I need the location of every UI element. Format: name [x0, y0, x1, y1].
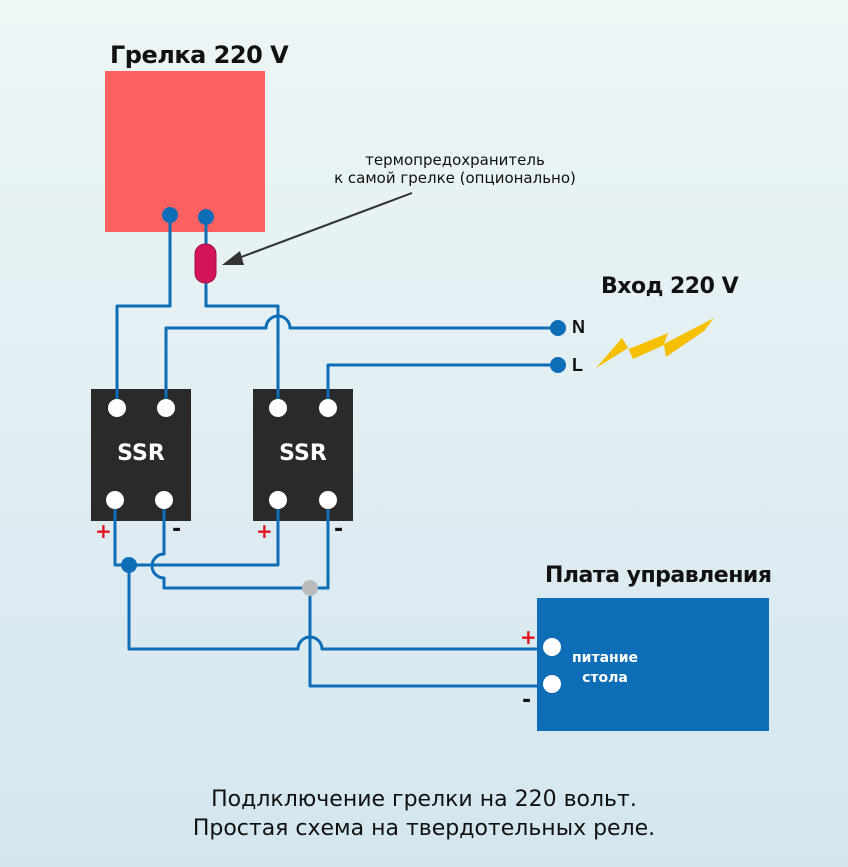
board-terminal-plus — [543, 638, 561, 656]
fuse-pointer-arrowhead — [222, 251, 244, 265]
ssr2-terminal-top-right — [319, 399, 337, 417]
line-terminal — [550, 357, 566, 373]
wire-heater-left-to-ssr1 — [115, 215, 172, 407]
caption-line2: Простая схема на твердотельных реле. — [192, 816, 656, 841]
input-title: Вход 220 V — [601, 274, 739, 299]
wire-ssr-minus-join — [150, 500, 330, 590]
board-terminal-minus — [543, 675, 561, 693]
ssr2-terminal-bottom-left — [269, 491, 287, 509]
wire-plus-to-board — [127, 565, 552, 651]
fuse-note: термопредохранитель к самой грелке (опци… — [300, 151, 610, 187]
wire-ssr-plus-join — [113, 500, 280, 567]
control-board — [537, 598, 769, 731]
thermal-fuse — [194, 243, 217, 284]
board-title: Плата управления — [545, 563, 772, 588]
board-plus-sign: + — [520, 625, 537, 649]
fuse-note-line2: к самой грелке (опционально) — [334, 169, 576, 187]
ssr2-terminal-bottom-right — [319, 491, 337, 509]
heater-title: Грелка 220 V — [110, 41, 289, 69]
heater-terminal-right — [198, 209, 214, 225]
heater-terminal-left — [162, 207, 178, 223]
ssr1-plus-sign: + — [95, 519, 112, 543]
ssr-relay-2-label: SSR — [279, 441, 327, 466]
minus-junction-dot — [302, 580, 318, 596]
wire-line-to-ssr2 — [326, 363, 557, 407]
neutral-label: N — [572, 317, 585, 337]
fuse-pointer-line — [235, 192, 413, 260]
ssr2-terminal-top-left — [269, 399, 287, 417]
ssr1-terminal-bottom-left — [106, 491, 124, 509]
line-label: L — [572, 355, 583, 375]
lightning-icon — [596, 318, 714, 368]
ssr1-terminal-top-right — [157, 399, 175, 417]
ssr1-terminal-top-left — [108, 399, 126, 417]
wire-minus-to-board — [308, 588, 552, 688]
board-power-label: питание стола — [560, 648, 650, 688]
heater-block — [105, 71, 265, 232]
ssr2-plus-sign: + — [256, 519, 273, 543]
plus-junction-dot — [121, 557, 137, 573]
board-minus-sign: - — [522, 688, 532, 713]
board-text-line2: стола — [582, 670, 628, 686]
caption-line1: Подлключение грелки на 220 вольт. — [211, 787, 637, 812]
ssr1-minus-sign: - — [172, 517, 182, 542]
wire-heater-right-to-ssr2 — [204, 217, 280, 407]
ssr1-terminal-bottom-right — [155, 491, 173, 509]
fuse-note-line1: термопредохранитель — [365, 151, 545, 169]
ssr2-minus-sign: - — [334, 517, 344, 542]
ssr-relay-1-label: SSR — [117, 441, 165, 466]
neutral-terminal — [550, 320, 566, 336]
wire-neutral-to-ssr1 — [164, 314, 557, 407]
board-text-line1: питание — [571, 650, 639, 666]
